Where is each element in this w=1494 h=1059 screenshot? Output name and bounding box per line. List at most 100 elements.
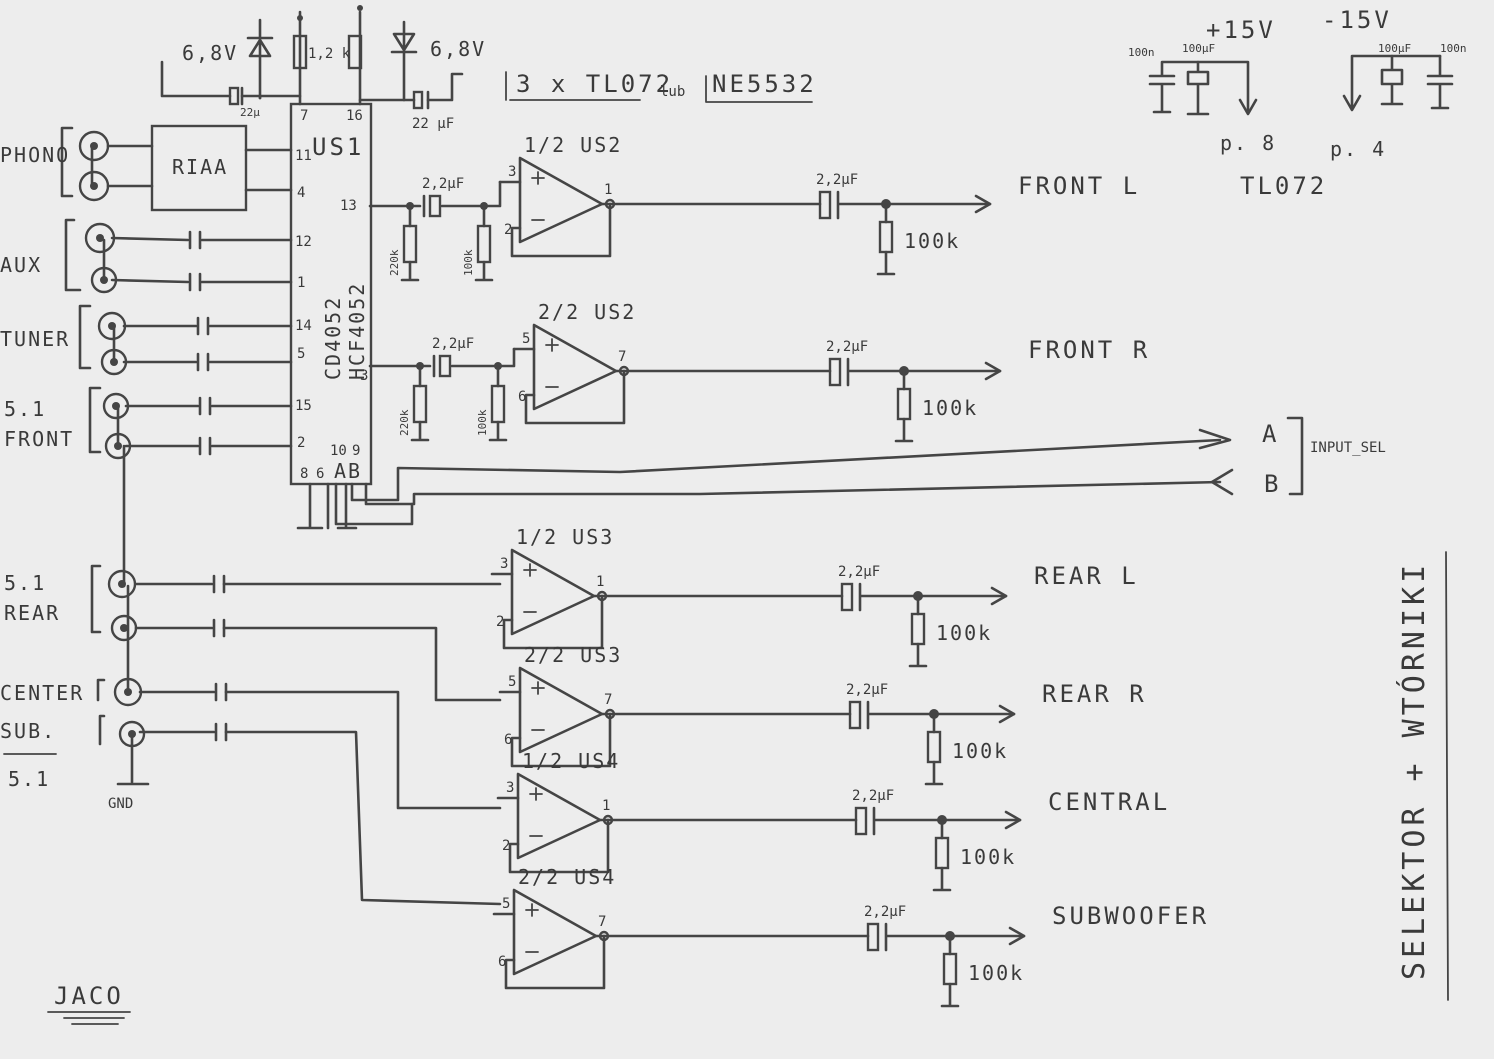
load-resistor-label: 100k bbox=[968, 961, 1024, 985]
power-decoupling: +15V -15V 100n 100µF 100µF 100n p. 8 p. … bbox=[1128, 6, 1467, 200]
coupling-cap-label: 2,2µF bbox=[852, 788, 894, 804]
jack-front-2 bbox=[104, 432, 132, 460]
output-label: FRONT L bbox=[1018, 172, 1140, 200]
jack-aux-1 bbox=[84, 222, 116, 254]
select-label: INPUT_SEL bbox=[1310, 440, 1386, 456]
output-label: SUBWOOFER bbox=[1052, 902, 1209, 930]
zener-left-label: 6,8V bbox=[182, 41, 238, 65]
opamp-triangle bbox=[516, 772, 602, 860]
opamp-pin-minus: 6 bbox=[498, 954, 506, 970]
opamp-pin-minus: 6 bbox=[504, 732, 512, 748]
output-label: REAR L bbox=[1034, 562, 1139, 590]
load-resistor-label: 100k bbox=[904, 229, 960, 253]
opamp-pin-minus: 2 bbox=[496, 614, 504, 630]
coupling-capacitor bbox=[866, 922, 880, 952]
pin-in6: 5 bbox=[297, 346, 305, 362]
pin-b: 9 bbox=[352, 443, 360, 459]
opamp-pin-minus: 6 bbox=[518, 389, 526, 405]
us1-type1: CD4052 bbox=[321, 296, 345, 380]
opamp-pin-plus: 5 bbox=[502, 896, 510, 912]
output-label: FRONT R bbox=[1028, 336, 1150, 364]
input-cap-label: 2,2µF bbox=[422, 176, 464, 192]
neg-pin-label: p. 4 bbox=[1330, 137, 1386, 161]
load-resistor bbox=[934, 836, 950, 870]
input-rear-a: 5.1 bbox=[4, 571, 46, 595]
input-sub-group: 5.1 bbox=[8, 767, 50, 791]
load-resistor-label: 100k bbox=[936, 621, 992, 645]
opamp-label: 1/2 US2 bbox=[524, 133, 622, 157]
jack-rear-2 bbox=[110, 614, 138, 642]
pin-a: 10 bbox=[330, 443, 347, 459]
gnd-label: GND bbox=[108, 796, 133, 812]
coupling-capacitor bbox=[828, 357, 842, 387]
input-section: PHONO AUX TUNER 5.1 FRONT 5.1 REAR CENTE… bbox=[0, 124, 502, 906]
or-word: lub bbox=[660, 84, 685, 100]
input-rear-b: REAR bbox=[4, 601, 60, 625]
page-title: SELEKTOR + WTÓRNIKI bbox=[1395, 561, 1432, 980]
bias-resistor-1 bbox=[402, 224, 418, 264]
opamp-label: 1/2 US3 bbox=[516, 525, 614, 549]
us1-name: US1 bbox=[312, 133, 364, 161]
load-resistor bbox=[942, 952, 958, 986]
select-a-label: A bbox=[1262, 420, 1279, 448]
input-tuner-label: TUNER bbox=[0, 327, 70, 351]
neg-cap-b: 100n bbox=[1440, 42, 1467, 55]
neg-supply-label: -15V bbox=[1322, 6, 1392, 34]
bias-resistor-2 bbox=[490, 384, 506, 424]
pin-in7: 15 bbox=[295, 398, 312, 414]
bias-resistor-2 bbox=[476, 224, 492, 264]
pin-ab: AB bbox=[334, 459, 362, 483]
opamp-triangle bbox=[518, 156, 604, 244]
coupling-capacitor bbox=[840, 582, 854, 612]
ic-label: TL072 bbox=[1240, 172, 1327, 200]
opamp-pin-out: 7 bbox=[618, 349, 626, 365]
pin-8: 8 bbox=[300, 466, 308, 482]
select-b-label: B bbox=[1264, 470, 1281, 498]
opamp-pin-plus: 5 bbox=[522, 331, 530, 347]
zener-right-label: 6,8V bbox=[430, 37, 486, 61]
jack-front-1 bbox=[102, 392, 130, 420]
pin-outx: 13 bbox=[340, 198, 357, 214]
jack-tuner-1 bbox=[97, 311, 127, 341]
opamp-triangle bbox=[512, 888, 598, 976]
input-phono-label: PHONO bbox=[0, 143, 70, 167]
pin-in4: 1 bbox=[297, 275, 305, 291]
cap-right-label: 22 µF bbox=[412, 116, 454, 132]
bias-r2-label: 100k bbox=[462, 249, 475, 276]
output-label: CENTRAL bbox=[1048, 788, 1170, 816]
opamp-triangle bbox=[510, 548, 596, 636]
resistor-label: 1,2 k bbox=[308, 46, 351, 62]
jack-center bbox=[113, 677, 143, 707]
supply-network: 1,2 k 6,8V 22µ 6,8V 22 µF bbox=[160, 5, 486, 132]
coupling-capacitor bbox=[854, 806, 868, 836]
opamp-note: 3 x TL072 bbox=[516, 70, 673, 98]
pin-in1: 11 bbox=[295, 148, 312, 164]
opamp-pin-minus: 2 bbox=[502, 838, 510, 854]
bias-r2-label: 100k bbox=[476, 409, 489, 436]
load-resistor bbox=[910, 612, 926, 646]
header-note: 3 x TL072 lub NE5532 bbox=[505, 70, 814, 103]
jack-phono-2 bbox=[78, 170, 110, 202]
pin-in3: 12 bbox=[295, 234, 312, 250]
title-block: SELEKTOR + WTÓRNIKI bbox=[1395, 551, 1449, 1001]
load-resistor bbox=[926, 730, 942, 764]
pos-supply-label: +15V bbox=[1206, 16, 1276, 44]
pin-vee: 7 bbox=[300, 108, 308, 124]
coupling-cap-label: 2,2µF bbox=[826, 339, 868, 355]
pin-in8: 2 bbox=[297, 435, 305, 451]
opamp-pin-out: 1 bbox=[604, 182, 612, 198]
pin-in2: 4 bbox=[297, 185, 305, 201]
opamp-pin-minus: 2 bbox=[504, 222, 512, 238]
opamp-pin-plus: 5 bbox=[508, 674, 516, 690]
load-resistor-label: 100k bbox=[960, 845, 1016, 869]
input-front-a: 5.1 bbox=[4, 397, 46, 421]
coupling-cap-label: 2,2µF bbox=[864, 904, 906, 920]
jack-tuner-2 bbox=[100, 348, 128, 376]
input-aux-label: AUX bbox=[0, 253, 42, 277]
coupling-cap-label: 2,2µF bbox=[816, 172, 858, 188]
jack-phono-1 bbox=[78, 130, 110, 162]
